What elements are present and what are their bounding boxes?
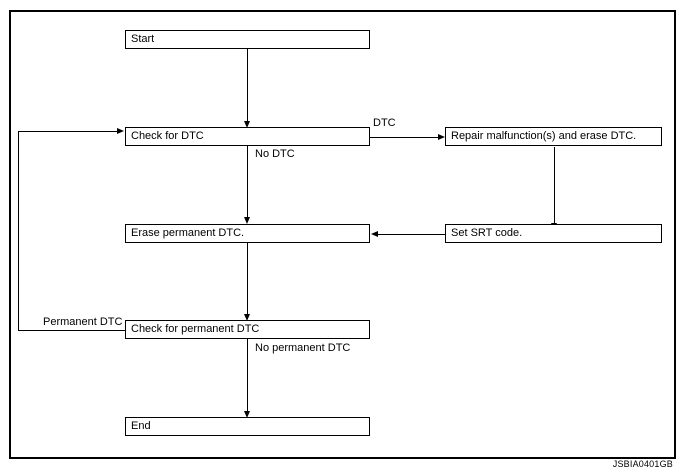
- edge-check-dtc-to-erase-permanent: [247, 146, 248, 218]
- arrowhead-set-srt-to-erase-permanent: [371, 230, 378, 237]
- node-set-srt-code[interactable]: Set SRT code.: [445, 224, 662, 243]
- node-erase-permanent-dtc[interactable]: Erase permanent DTC.: [125, 224, 370, 243]
- edge-feedback-bottom-segment: [18, 330, 126, 331]
- node-check-for-permanent-dtc[interactable]: Check for permanent DTC: [125, 320, 370, 339]
- arrowhead-start-to-check-dtc: [243, 121, 250, 128]
- edge-erase-permanent-to-check-permanent: [247, 243, 248, 315]
- edge-set-srt-to-erase-permanent: [378, 234, 445, 235]
- edge-label-no-permanent-dtc: No permanent DTC: [253, 342, 353, 354]
- edge-label-dtc: DTC: [371, 117, 398, 129]
- edge-label-no-dtc: No DTC: [253, 148, 297, 160]
- diagram-reference-code: JSBIA0401GB: [612, 459, 673, 469]
- arrowhead-erase-permanent-to-check-permanent: [243, 314, 250, 321]
- arrowhead-check-dtc-to-erase-permanent: [243, 217, 250, 224]
- edge-label-permanent-dtc: Permanent DTC: [41, 316, 125, 328]
- diagram-border: [9, 10, 676, 459]
- edge-check-permanent-to-end: [247, 339, 248, 412]
- arrowhead-check-dtc-to-repair: [438, 133, 445, 140]
- edge-feedback-left-segment: [18, 131, 19, 330]
- arrowhead-check-permanent-to-end: [243, 411, 250, 418]
- edge-start-to-check-dtc: [247, 49, 248, 122]
- node-repair-malfunctions[interactable]: Repair malfunction(s) and erase DTC.: [445, 127, 662, 146]
- node-start[interactable]: Start: [125, 30, 370, 49]
- node-end[interactable]: End: [125, 417, 370, 436]
- arrowhead-feedback-to-check-dtc: [117, 127, 124, 134]
- edge-check-dtc-to-repair: [370, 137, 438, 138]
- edge-repair-to-set-srt: [554, 147, 555, 224]
- edge-feedback-top-segment: [18, 131, 118, 132]
- node-check-for-dtc[interactable]: Check for DTC: [125, 127, 370, 146]
